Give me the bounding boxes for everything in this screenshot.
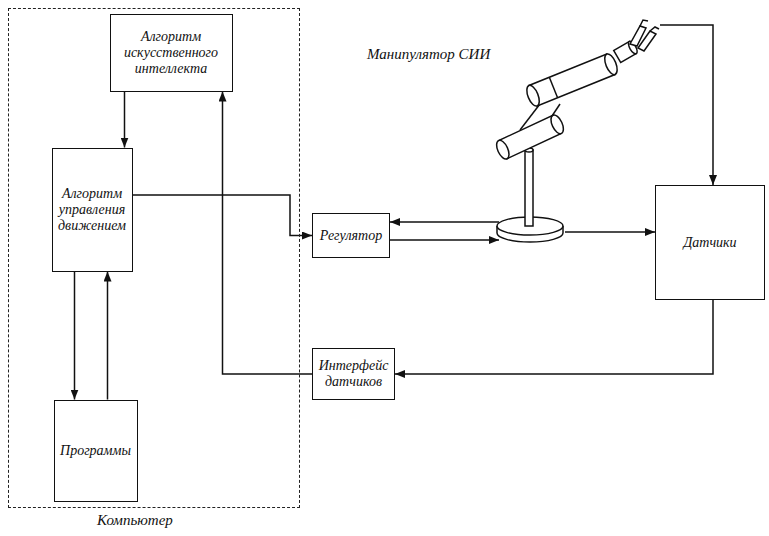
node-label: Манипулятор СИИ <box>365 46 492 62</box>
process-box: Программы <box>54 400 138 502</box>
connector-arrow <box>124 92 126 148</box>
node-label: Алгоритм управления движением <box>56 186 129 234</box>
node-label: Интерфейс датчиков <box>316 358 391 390</box>
connector-arrow <box>660 25 713 185</box>
connector-arrow <box>395 300 713 374</box>
connector-arrow <box>74 272 76 400</box>
node-label: Алгоритм искусственного интеллекта <box>114 29 229 77</box>
manipulator-illustration: Манипулятор СИИ <box>395 10 660 255</box>
connector-arrow <box>565 231 655 233</box>
node-label: Датчики <box>683 235 736 251</box>
connector-arrow <box>223 92 313 375</box>
process-box: Алгоритм искусственного интеллекта <box>110 14 233 92</box>
connector-arrow <box>107 272 109 400</box>
process-box: Алгоритм управления движением <box>52 148 133 272</box>
interface-box: Интерфейс датчиков <box>312 348 395 400</box>
node-label: Регулятор <box>320 228 382 244</box>
connector-arrow <box>133 195 313 236</box>
node-label: Программы <box>60 443 131 459</box>
computer-region: КомпьютерАлгоритм искусственного интелле… <box>8 8 300 508</box>
node-label: Компьютер <box>97 512 173 528</box>
connector-arrow <box>390 239 499 241</box>
connector-arrow <box>390 221 499 223</box>
controller-box: Регулятор <box>312 213 390 258</box>
sensors-box: Датчики <box>655 185 765 300</box>
